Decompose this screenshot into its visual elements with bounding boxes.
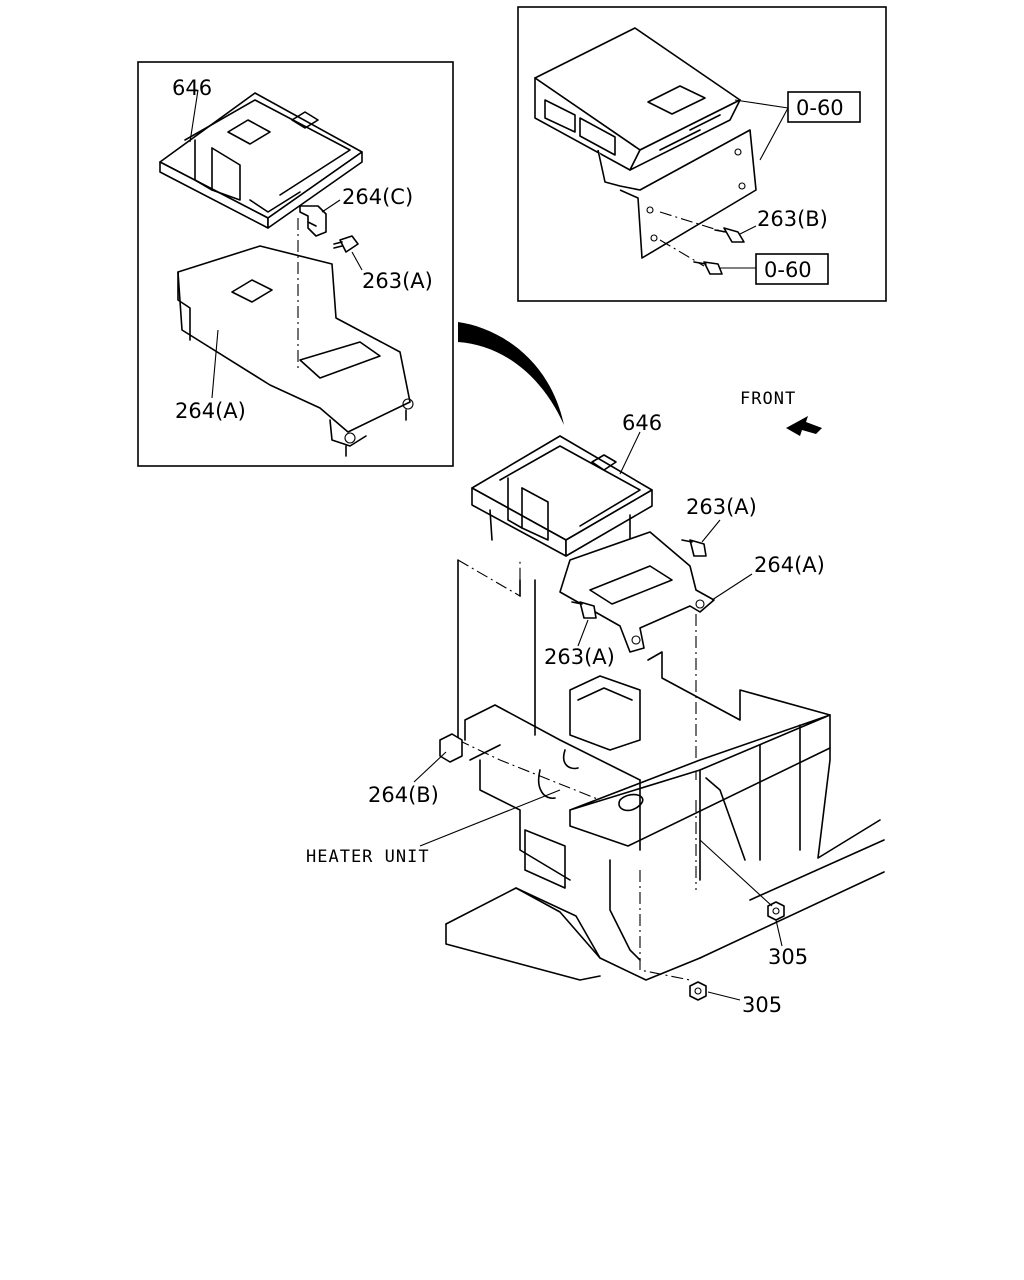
main-label-646: 646 (622, 411, 662, 435)
left-label-264c: 264(C) (342, 185, 413, 209)
right-label-ref-top: 0-60 (796, 96, 844, 120)
main-bolt-263a-lower (571, 601, 597, 619)
main-support-lines (457, 559, 536, 741)
main-label-264a: 264(A) (754, 553, 825, 577)
left-label-264a: 264(A) (175, 399, 246, 423)
main-leader-264a (711, 573, 753, 601)
right-ref-box-top (787, 91, 861, 123)
right-mount-bracket (597, 129, 757, 259)
main-nut-305-lower (689, 981, 707, 1001)
main-leader-263a-upper (701, 519, 721, 543)
main-leader-264b (413, 751, 447, 783)
main-leader-263a-lower (577, 619, 589, 647)
left-leader-264a (211, 329, 219, 399)
main-label-305-lower: 305 (742, 993, 782, 1017)
main-label-263a-lower: 263(A) (544, 645, 615, 669)
heater-unit-body (464, 651, 881, 961)
main-dashed-outline-upper (457, 559, 521, 597)
right-inset: 0-60 263(B) 0-60 (517, 6, 887, 302)
main-bolt-263a-upper (681, 539, 707, 557)
right-bolt-263b (714, 227, 745, 243)
main-label-305-upper: 305 (768, 945, 808, 969)
left-label-646: 646 (172, 76, 212, 100)
main-nut-305-upper (767, 901, 785, 921)
main-controller-unit (471, 435, 653, 557)
front-arrow-icon (786, 416, 822, 436)
main-leader-heater-unit (419, 789, 561, 847)
main-label-264b: 264(B) (368, 783, 439, 807)
right-bolt-lower (693, 261, 723, 275)
inset-curved-pointer (458, 322, 564, 425)
left-leader-264c (321, 199, 341, 213)
main-label-heater-unit: HEATER UNIT (306, 847, 430, 867)
left-inset-frame (137, 61, 454, 467)
right-inset-frame (517, 6, 887, 302)
left-leader-263a (351, 251, 363, 271)
main-leader-305-lower (707, 991, 741, 1001)
main-assembly: 646 263(A) 264(A) 263(A) 264(B) HEATER U… (306, 411, 885, 1017)
right-dashed-guide-1 (659, 211, 725, 233)
main-label-263a-upper: 263(A) (686, 495, 757, 519)
left-label-263a: 263(A) (362, 269, 433, 293)
main-dashed-lower-2 (639, 870, 691, 981)
right-ref-leaders-top (734, 99, 789, 161)
right-ref-box-bottom (755, 253, 829, 285)
main-leader-305-upper (699, 839, 783, 947)
main-bracket-264b (439, 733, 463, 763)
front-label: FRONT (740, 389, 796, 409)
right-controller-unit (534, 27, 741, 171)
left-bracket-264a (177, 245, 414, 457)
left-leader-646 (189, 89, 199, 143)
left-bracket-264c (299, 205, 327, 237)
right-leader-263b (739, 225, 757, 235)
main-bracket-264a (559, 531, 715, 653)
left-controller-unit (159, 92, 363, 229)
main-dashed-lower-1 (457, 739, 601, 801)
left-inset: 646 264(C) 263(A) 264(A) (137, 61, 454, 467)
right-label-ref-bottom: 0-60 (764, 258, 812, 282)
front-direction: FRONT (740, 389, 822, 436)
floor-frame (445, 839, 885, 981)
main-leader-646 (619, 431, 641, 475)
right-label-263b: 263(B) (757, 207, 828, 231)
left-bolt-263a (333, 235, 359, 253)
right-dashed-guide-2 (659, 239, 705, 267)
